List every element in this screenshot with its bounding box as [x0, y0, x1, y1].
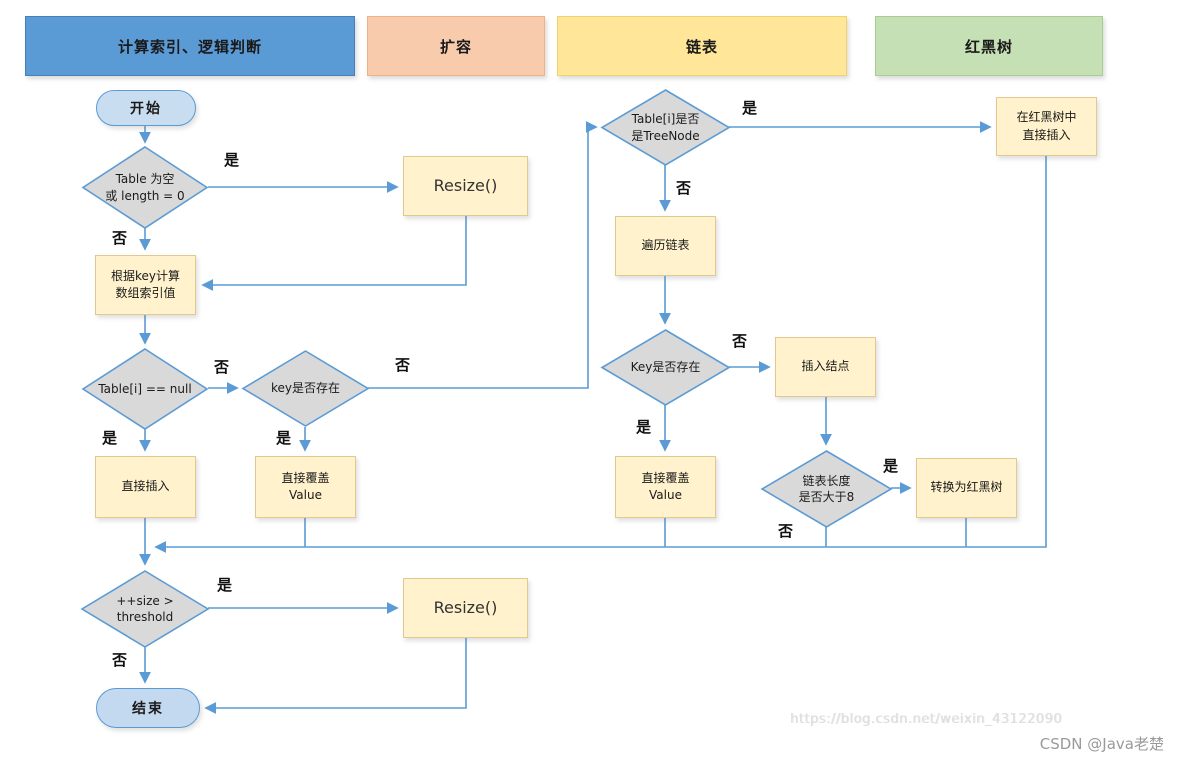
- connector: [204, 638, 467, 714]
- branch-label-no: 否: [214, 358, 230, 376]
- process-resize-2: Resize(): [403, 578, 528, 638]
- header-resize: 扩容: [367, 16, 545, 76]
- decision-key-exists-1: key是否存在: [243, 351, 368, 426]
- decision-label: ++size > threshold: [116, 593, 174, 624]
- decision-list-length-gt8: 链表长度 是否大于8: [762, 451, 891, 527]
- header-index-logic: 计算索引、逻辑判断: [25, 16, 355, 76]
- branch-label-yes: 是: [224, 151, 240, 169]
- branch-label-yes: 是: [742, 99, 758, 117]
- process-calc-index: 根据key计算 数组索引值: [95, 255, 196, 315]
- decision-size-gt-threshold: ++size > threshold: [82, 571, 208, 647]
- decision-label: Table 为空 或 length = 0: [105, 172, 185, 203]
- watermark-credit: CSDN @Java老楚: [1039, 735, 1164, 753]
- watermark-url: https://blog.csdn.net/weixin_43122090: [789, 712, 1062, 727]
- connector: [201, 216, 467, 291]
- decision-is-treenode: Table[i]是否 是TreeNode: [602, 90, 729, 165]
- process-traverse-list: 遍历链表: [615, 216, 716, 276]
- branch-label-no: 否: [732, 332, 748, 350]
- process-overwrite-value-1: 直接覆盖 Value: [255, 456, 356, 518]
- branch-label-no: 否: [112, 651, 128, 669]
- branch-label-no: 否: [112, 229, 128, 247]
- branch-label-yes: 是: [883, 457, 899, 475]
- branch-label-yes: 是: [102, 429, 118, 447]
- decision-key-exists-2: Key是否存在: [602, 330, 729, 405]
- process-resize-1: Resize(): [403, 156, 528, 216]
- decision-table-i-null: Table[i] == null: [83, 349, 207, 429]
- decision-label: key是否存在: [270, 381, 340, 396]
- decision-label: Table[i]是否 是TreeNode: [631, 112, 700, 143]
- decision-table-empty: Table 为空 或 length = 0: [83, 147, 207, 228]
- branch-label-no: 否: [778, 522, 794, 540]
- start-node: 开始: [96, 90, 196, 126]
- branch-label-no: 否: [395, 356, 411, 374]
- branch-label-no: 否: [676, 179, 692, 197]
- end-node: 结束: [96, 688, 200, 728]
- header-rbtree: 红黑树: [875, 16, 1103, 76]
- decision-label: Key是否存在: [630, 360, 701, 375]
- process-insert-direct: 直接插入: [95, 456, 196, 518]
- process-insert-node: 插入结点: [775, 337, 876, 397]
- process-convert-rbtree: 转换为红黑树: [916, 458, 1017, 518]
- header-linked-list: 链表: [557, 16, 847, 76]
- branch-label-yes: 是: [636, 418, 652, 436]
- process-rbtree-insert: 在红黑树中 直接插入: [996, 97, 1097, 156]
- decision-label: Table[i] == null: [98, 381, 192, 396]
- branch-label-yes: 是: [276, 429, 292, 447]
- process-overwrite-value-2: 直接覆盖 Value: [615, 456, 716, 518]
- branch-label-yes: 是: [217, 576, 233, 594]
- decision-label: 链表长度 是否大于8: [798, 473, 855, 504]
